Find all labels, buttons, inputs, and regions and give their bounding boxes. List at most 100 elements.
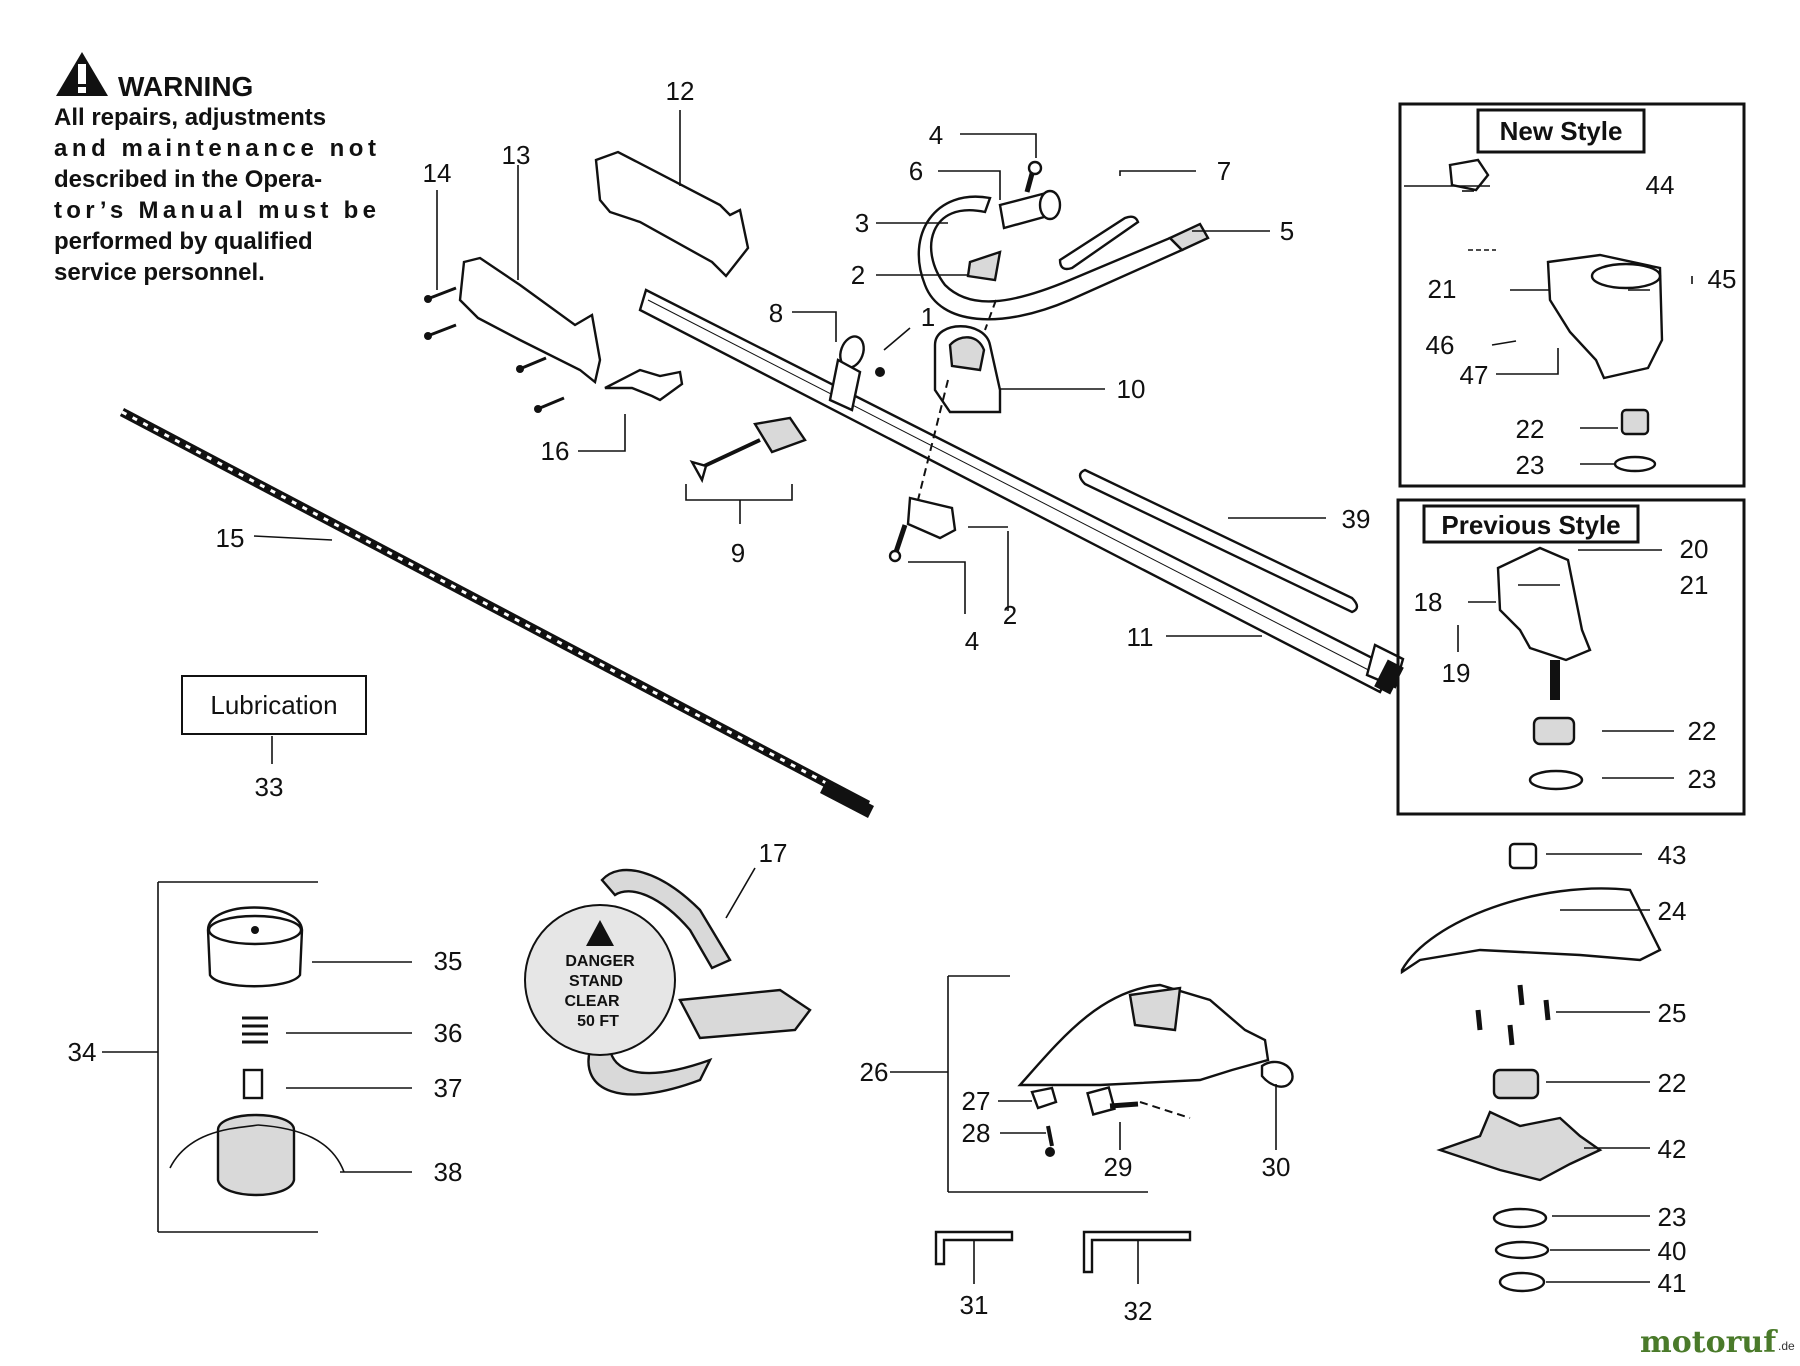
callout-35: 35	[434, 946, 463, 976]
danger-line: STAND	[569, 973, 623, 990]
lubrication-label: Lubrication	[181, 675, 367, 735]
part-hex-wrench-32	[1082, 1230, 1192, 1274]
part-clamp-lower	[906, 496, 957, 540]
callout-27: 27	[962, 1086, 991, 1116]
callout-26: 26	[860, 1057, 889, 1087]
callout-22c: 22	[1658, 1068, 1687, 1098]
callout-42: 42	[1658, 1134, 1687, 1164]
warning-line: described in the Opera-	[54, 166, 322, 193]
part-washer-23-kit	[1492, 1207, 1548, 1229]
part-blade-kit	[1400, 842, 1662, 1293]
callout-22b: 22	[1688, 716, 1717, 746]
callout-5: 5	[1280, 216, 1294, 246]
callout-8: 8	[769, 298, 783, 328]
part-main-tube	[638, 288, 1405, 695]
part-hex-wrench-31	[934, 1230, 1014, 1266]
callout-11: 11	[1127, 622, 1154, 652]
callout-9: 9	[731, 538, 745, 568]
part-nut-22-new	[1620, 408, 1650, 436]
part-grip-half-12	[594, 150, 750, 278]
callout-10: 10	[1117, 374, 1146, 404]
part-decal-44	[1448, 158, 1490, 192]
warning-line: and maintenance not	[54, 135, 376, 162]
callout-1: 1	[921, 302, 935, 332]
part-trimmer-head	[157, 881, 345, 1233]
part-nut-22-previous	[1532, 716, 1576, 746]
part-arbor	[1550, 660, 1560, 700]
part-washer-23-new	[1613, 455, 1657, 473]
callout-23: 23	[1516, 450, 1545, 480]
callout-7: 7	[1217, 156, 1231, 186]
callout-24: 24	[1658, 896, 1687, 926]
part-grip-half-13	[458, 256, 602, 385]
part-hanger	[828, 335, 885, 412]
part-knob	[689, 416, 807, 484]
callout-38: 38	[434, 1157, 463, 1187]
callout-30: 30	[1262, 1152, 1291, 1182]
callout-33: 33	[255, 772, 284, 802]
callout-45: 45	[1708, 264, 1737, 294]
danger-line: DANGER	[565, 953, 635, 970]
part-screw-upper	[1024, 160, 1043, 193]
watermark-text: motoruf	[1640, 1325, 1778, 1360]
danger-decal	[524, 904, 676, 1056]
callout-41: 41	[1658, 1268, 1687, 1298]
leader-lines	[102, 110, 1693, 1284]
callout-46: 46	[1426, 330, 1455, 360]
callout-18: 18	[1414, 587, 1443, 617]
part-blade-guard-24	[1400, 887, 1662, 975]
part-screw-28	[1045, 1125, 1055, 1157]
part-washer-40	[1494, 1240, 1550, 1260]
part-washer-23-previous	[1528, 769, 1584, 791]
part-gearhead-previous	[1496, 546, 1592, 662]
callout-34: 34	[68, 1037, 97, 1067]
watermark-suffix: .de	[1778, 1339, 1795, 1353]
callout-23b: 23	[1688, 764, 1717, 794]
callout-36: 36	[434, 1018, 463, 1048]
part-wingnut-30	[1260, 1060, 1294, 1088]
previous-style-title: Previous Style	[1441, 510, 1620, 540]
lubrication-text: Lubrication	[210, 690, 337, 720]
callout-6: 6	[909, 156, 923, 186]
callout-28: 28	[962, 1118, 991, 1148]
new-style-title: New Style	[1500, 116, 1623, 146]
part-spring-36	[242, 1016, 268, 1044]
callout-16: 16	[541, 436, 570, 466]
part-spool-38	[216, 1113, 296, 1197]
callout-40: 40	[1658, 1236, 1687, 1266]
callout-32: 32	[1124, 1296, 1153, 1326]
callout-19: 19	[1442, 658, 1471, 688]
callout-25: 25	[1658, 998, 1687, 1028]
callout-13: 13	[502, 140, 531, 170]
part-shoulder-harness: DANGER STAND CLEAR 50 FT	[524, 868, 812, 1096]
callout-44: 44	[1646, 170, 1675, 200]
part-handle-bar	[917, 189, 1210, 321]
callout-21b: 21	[1680, 570, 1709, 600]
warning-title: WARNING	[118, 71, 253, 102]
part-nut-41	[1498, 1271, 1546, 1293]
warning-block: WARNING All repairs, adjustments and mai…	[54, 52, 376, 286]
part-blade-29	[1086, 1086, 1191, 1119]
callout-47: 47	[1460, 360, 1489, 390]
part-screw-lower	[888, 524, 908, 563]
callout-4: 4	[929, 120, 943, 150]
callout-14: 14	[423, 158, 452, 188]
part-eyelet-37	[242, 1068, 264, 1100]
part-spacer-43	[1508, 842, 1538, 870]
warning-line: performed by qualified	[54, 228, 313, 255]
part-nut-22-kit	[1492, 1068, 1540, 1100]
previous-style-panel: Previous Style	[1396, 498, 1746, 816]
warning-line: tor’s Manual must be	[54, 197, 376, 224]
callout-2b: 2	[1003, 600, 1017, 630]
callout-numbers: 4 6 3 2 7 5 8 1 9 10 11 39 12 13 14 15 1…	[68, 76, 1737, 1326]
callout-23c: 23	[1658, 1202, 1687, 1232]
part-screws-handle	[424, 286, 565, 413]
part-screws-25	[1475, 984, 1551, 1046]
danger-line: 50 FT	[577, 1013, 619, 1030]
callout-31: 31	[960, 1290, 989, 1320]
callout-12: 12	[666, 76, 695, 106]
callout-43: 43	[1658, 840, 1687, 870]
watermark: motoruf .de	[1640, 1325, 1795, 1360]
part-nut-27	[1030, 1086, 1058, 1110]
